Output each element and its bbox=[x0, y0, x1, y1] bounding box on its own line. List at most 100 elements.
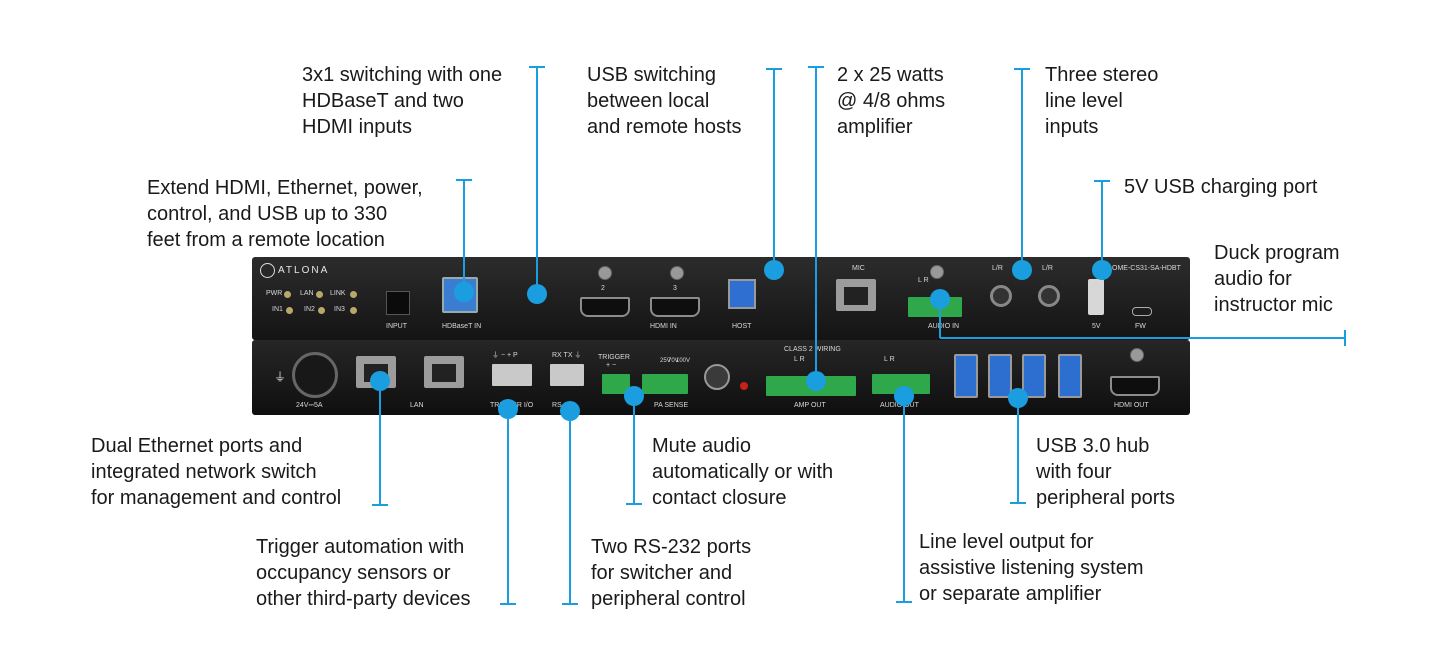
callout-usb-switching: USB switching between local and remote h… bbox=[587, 64, 742, 138]
power-label: 24V⎓5A bbox=[296, 402, 323, 409]
model-number: OME-CS31-SA-HDBT bbox=[1112, 265, 1181, 272]
lr-1-label: L/R bbox=[992, 265, 1003, 272]
hdmi-3-number: 3 bbox=[673, 285, 677, 292]
leader-mute bbox=[624, 386, 644, 505]
host-label: HOST bbox=[732, 323, 752, 330]
mic-label: MIC bbox=[852, 265, 865, 272]
led-link bbox=[350, 291, 357, 298]
brand-logo: ATLONA bbox=[260, 263, 329, 278]
leader-usb-switching bbox=[764, 68, 784, 280]
usb3-port-3 bbox=[1022, 354, 1046, 398]
callout-extend: Extend HDMI, Ethernet, power, control, a… bbox=[147, 177, 423, 251]
led-in3 bbox=[350, 307, 357, 314]
callout-mute: Mute audio automatically or with contact… bbox=[652, 435, 834, 509]
led-in2 bbox=[318, 307, 325, 314]
atlona-logo-icon bbox=[260, 263, 275, 278]
input-button-label: INPUT bbox=[386, 323, 407, 330]
callout-usb-hub: USB 3.0 hub with four peripheral ports bbox=[1036, 435, 1175, 509]
hdmi-in-3-port bbox=[650, 297, 700, 317]
hdmi-out-label: HDMI OUT bbox=[1114, 402, 1149, 409]
callout-stereo-inputs: Three stereo line level inputs bbox=[1045, 64, 1159, 138]
led-label-pwr: PWR bbox=[266, 290, 283, 297]
callout-trigger: Trigger automation with occupancy sensor… bbox=[256, 536, 471, 610]
ground-screw bbox=[930, 265, 944, 279]
trigger-pm-label: + − bbox=[606, 362, 617, 369]
audio-in-lr-label: L R bbox=[918, 277, 929, 284]
audio-out-label: AUDIO OUT bbox=[880, 402, 919, 409]
leader-duck bbox=[930, 289, 1346, 346]
leader-usb-hub bbox=[1008, 388, 1028, 504]
leader-amplifier bbox=[806, 66, 826, 391]
power-connector bbox=[292, 352, 338, 398]
leader-stereo-inputs bbox=[1012, 68, 1032, 280]
hdmi-2-number: 2 bbox=[601, 285, 605, 292]
leader-usb-charging bbox=[1092, 180, 1112, 280]
front-panel: ATLONA PWR LAN LINK IN1 IN2 IN3 INPUT HD… bbox=[252, 257, 1190, 340]
led-label-lan: LAN bbox=[300, 290, 314, 297]
callout-duck: Duck program audio for instructor mic bbox=[1214, 242, 1340, 316]
volt-100-label: 100V bbox=[676, 358, 691, 364]
class2-wiring-label: CLASS 2 WIRING bbox=[784, 346, 841, 353]
usb-host-port bbox=[728, 279, 756, 309]
hdmi-2-screw bbox=[598, 266, 612, 280]
callout-usb-charging: 5V USB charging port bbox=[1124, 176, 1318, 198]
hdmi-out-screw bbox=[1130, 348, 1144, 362]
usb3-port-2 bbox=[988, 354, 1012, 398]
led-pwr bbox=[284, 291, 291, 298]
stereo-jack-2 bbox=[1038, 285, 1060, 307]
leader-ethernet bbox=[370, 371, 390, 506]
amp-out-label: AMP OUT bbox=[794, 402, 826, 409]
volt-25-label: 25V bbox=[660, 358, 671, 364]
volume-knob[interactable] bbox=[704, 364, 730, 390]
input-button[interactable] bbox=[386, 291, 410, 315]
hdmi-in-2-port bbox=[580, 297, 630, 317]
rs232-terminal bbox=[550, 364, 584, 386]
lr-2-label: L/R bbox=[1042, 265, 1053, 272]
rear-panel: ⏚ 24V⎓5A LAN ⏚ − + P TRIGGER I/O RX TX ⏚… bbox=[252, 340, 1190, 415]
audio-out-terminal bbox=[872, 374, 930, 394]
pa-sense-trigger-terminal bbox=[602, 374, 630, 394]
lan-port-2 bbox=[424, 356, 464, 388]
ground-symbol-icon: ⏚ bbox=[274, 370, 287, 384]
trigger-io-terminal bbox=[492, 364, 532, 386]
led-label-link: LINK bbox=[330, 290, 346, 297]
fw-usb-c-port bbox=[1132, 307, 1152, 316]
led-in1 bbox=[286, 307, 293, 314]
red-indicator-led bbox=[740, 382, 748, 390]
usb3-port-4 bbox=[1058, 354, 1082, 398]
callout-switching: 3x1 switching with one HDBaseT and two H… bbox=[302, 64, 503, 138]
hdmi-3-screw bbox=[670, 266, 684, 280]
led-label-in2: IN2 bbox=[304, 306, 315, 313]
led-lan bbox=[316, 291, 323, 298]
stereo-jack-1 bbox=[990, 285, 1012, 307]
callout-ethernet: Dual Ethernet ports and integrated netwo… bbox=[91, 435, 342, 509]
lan-label: LAN bbox=[410, 402, 424, 409]
mic-port bbox=[836, 279, 876, 311]
hdbaset-label: HDBaseT IN bbox=[442, 323, 482, 330]
pa-sense-label: PA SENSE bbox=[654, 402, 689, 409]
leader-trigger bbox=[498, 399, 518, 605]
usb3-port-1 bbox=[954, 354, 978, 398]
usb-5v-label: 5V bbox=[1092, 323, 1101, 330]
trigger-label: TRIGGER bbox=[598, 354, 630, 361]
amp-lr-label: L R bbox=[794, 356, 805, 363]
leader-rs232 bbox=[560, 401, 580, 605]
hdmi-out-port bbox=[1110, 376, 1160, 396]
rs232-pins-label: RX TX ⏚ bbox=[552, 352, 582, 359]
callout-line-out: Line level output for assistive listenin… bbox=[919, 531, 1144, 605]
callout-amplifier: 2 x 25 watts @ 4/8 ohms amplifier bbox=[837, 64, 946, 138]
fw-label: FW bbox=[1135, 323, 1146, 330]
pa-sense-terminal bbox=[642, 374, 688, 394]
usb-charging-port bbox=[1088, 279, 1104, 315]
volt-70-label: 70V bbox=[668, 358, 679, 364]
audio-in-label: AUDIO IN bbox=[928, 323, 960, 330]
leader-switching bbox=[527, 66, 547, 304]
trigger-pins-label: ⏚ − + P bbox=[492, 352, 518, 359]
audio-out-lr-label: L R bbox=[884, 356, 895, 363]
led-label-in1: IN1 bbox=[272, 306, 283, 313]
callout-rs232: Two RS-232 ports for switcher and periph… bbox=[591, 536, 752, 610]
leader-extend bbox=[454, 179, 474, 302]
led-label-in3: IN3 bbox=[334, 306, 345, 313]
hdmi-in-label: HDMI IN bbox=[650, 323, 677, 330]
